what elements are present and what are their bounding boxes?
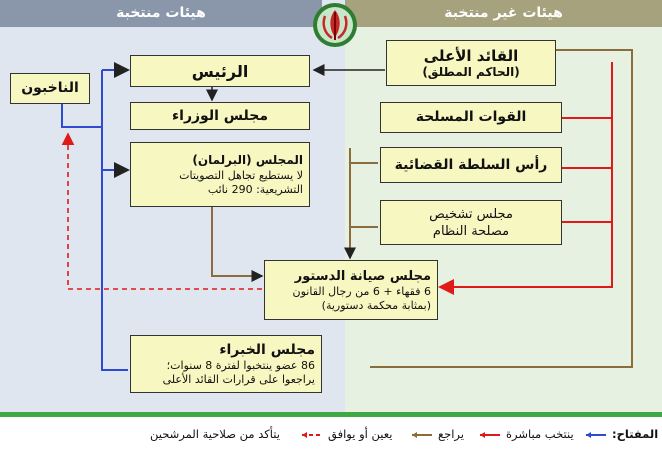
expediency-council-box: مجلس تشخيص مصلحة النظام: [380, 200, 562, 245]
legend-elect-swatch: [586, 432, 606, 438]
guardian-council-box: مجلس صيانة الدستور 6 فقهاء + 6 من رجال ا…: [264, 260, 438, 320]
experts-title: مجلس الخبراء: [219, 341, 315, 358]
expediency-line1: مجلس تشخيص: [429, 206, 513, 222]
voters-label: الناخبون: [21, 80, 79, 96]
legend-elect-label: ينتخب مباشرة: [506, 427, 574, 441]
cabinet-box: مجلس الوزراء: [130, 102, 310, 130]
president-box: الرئيس: [130, 55, 310, 87]
legend-appoint-label: يعين أو يوافق: [328, 427, 393, 441]
legend-review-label: يراجع: [438, 427, 464, 441]
armed-forces-box: القوات المسلحة: [380, 102, 562, 133]
guardian-line2: (بمثابة محكمة دستورية): [321, 298, 431, 312]
parliament-box: المجلس (البرلمان) لا يستطيع تجاهل التصوي…: [130, 142, 310, 207]
cabinet-label: مجلس الوزراء: [171, 107, 269, 124]
vet-lines: [61, 132, 262, 290]
voters-box: الناخبون: [10, 73, 90, 104]
armed-forces-label: القوات المسلحة: [415, 109, 527, 125]
legend-review-swatch: [480, 432, 500, 438]
review-lines: [438, 62, 613, 295]
parliament-title: المجلس (البرلمان): [192, 153, 303, 167]
direction-arrows: [206, 64, 385, 282]
parliament-line1: لا يستطيع تجاهل التصويتات: [179, 169, 303, 182]
supreme-leader-box: القائد الأعلى (الحاكم المطلق): [386, 40, 556, 86]
experts-line1: 86 عضو ينتخبوا لفترة 8 سنوات؛: [166, 358, 315, 372]
legend-vet-swatch: [302, 432, 322, 438]
leader-subtitle: (الحاكم المطلق): [422, 64, 520, 79]
parliament-line2: التشريعية: 290 نائب: [207, 183, 303, 196]
divider-line: [0, 412, 662, 417]
appoint-lines: [211, 49, 633, 368]
elected-bodies-header: هيئات منتخبة: [0, 0, 322, 27]
guardian-title: مجلس صيانة الدستور: [294, 268, 431, 284]
emblem-icon: [313, 3, 357, 47]
expediency-line2: مصلحة النظام: [432, 223, 510, 239]
experts-line2: يراجعوا على قرارات القائد الأعلى: [162, 372, 315, 386]
legend-vet-label: يتأكد من صلاحية المرشحين: [150, 427, 280, 441]
legend-appoint-swatch: [412, 432, 432, 438]
legend: المفتاح: ينتخب مباشرة يراجع يعين أو يواف…: [0, 422, 662, 446]
guardian-line1: 6 فقهاء + 6 من رجال القانون: [292, 284, 431, 298]
unelected-bodies-header: هيئات غير منتخبة: [345, 0, 662, 27]
connection-lines: [61, 49, 633, 371]
elect-lines: [61, 62, 130, 371]
leader-title: القائد الأعلى: [423, 46, 519, 65]
president-label: الرئيس: [191, 61, 249, 81]
assembly-of-experts-box: مجلس الخبراء 86 عضو ينتخبوا لفترة 8 سنوا…: [130, 335, 322, 393]
legend-key-label: المفتاح:: [612, 427, 659, 441]
judiciary-head-box: رأس السلطة القضائية: [380, 147, 562, 183]
judiciary-label: رأس السلطة القضائية: [394, 156, 548, 173]
